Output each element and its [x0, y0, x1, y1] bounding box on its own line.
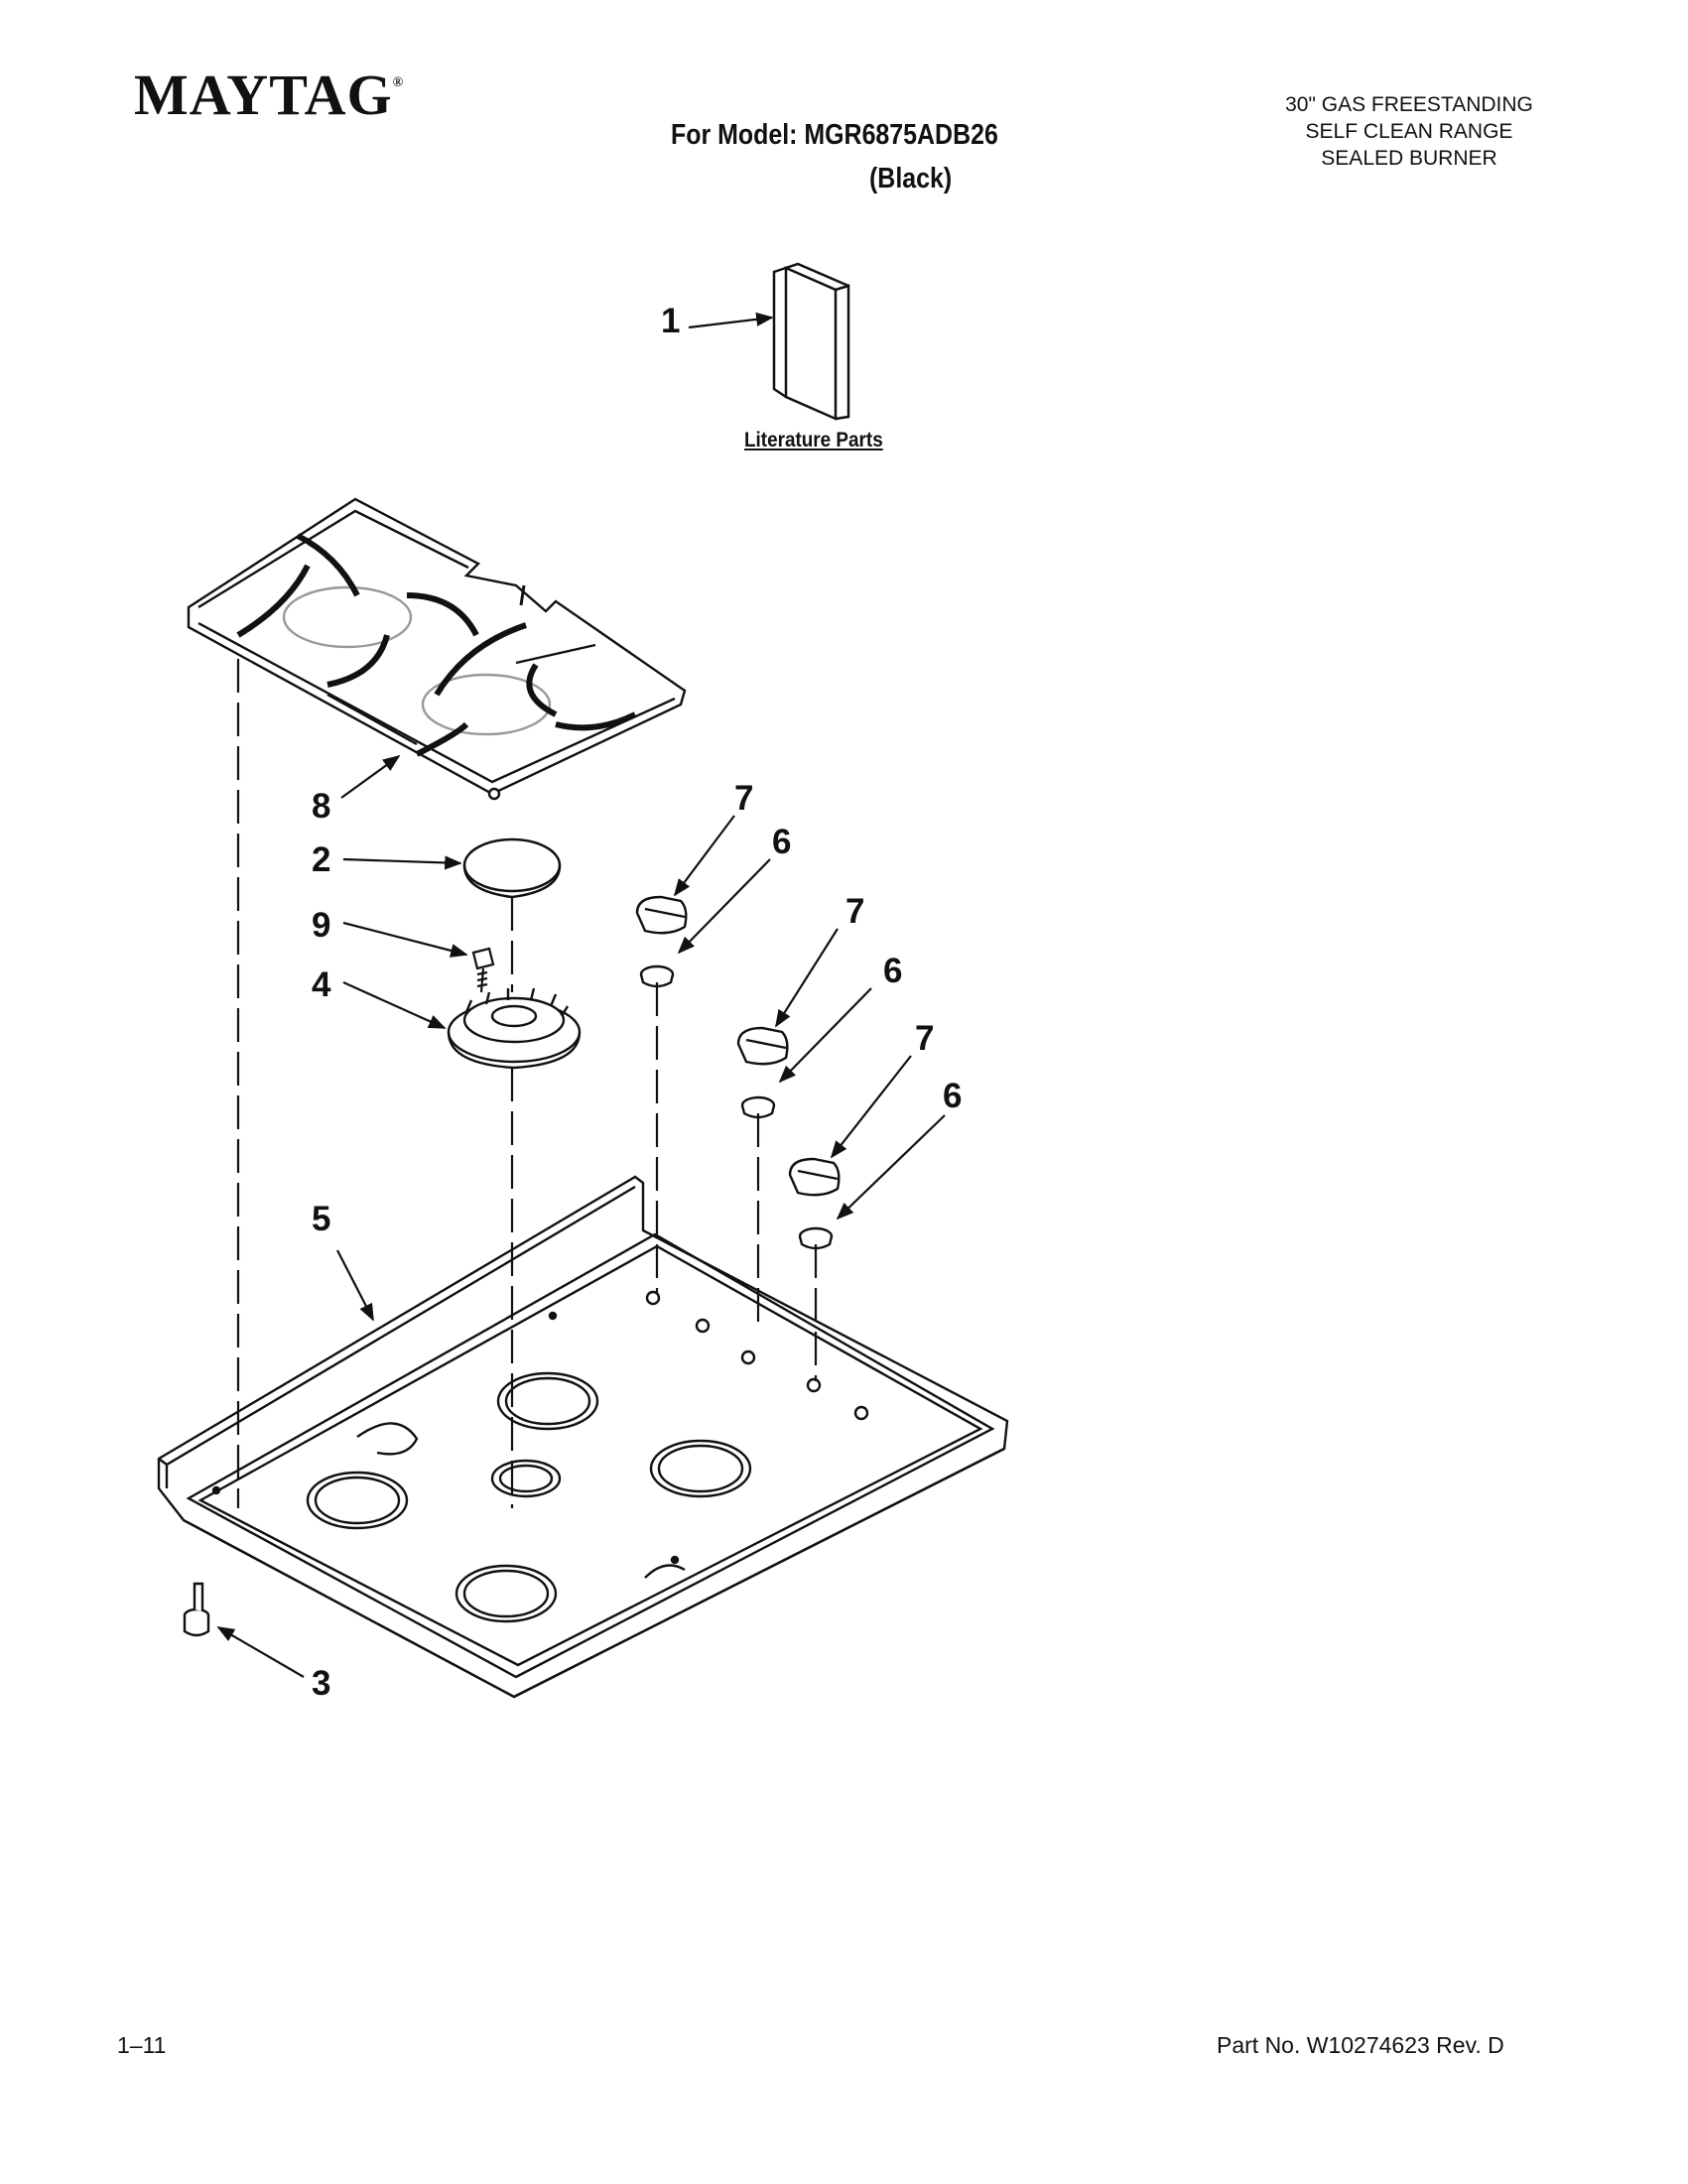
title-line-1: 30" GAS FREESTANDING — [1285, 93, 1533, 116]
registered-mark: ® — [392, 75, 405, 90]
title-line-3: SEALED BURNER — [1321, 147, 1497, 170]
assembly-lines — [236, 659, 818, 1508]
callout-3: 3 — [312, 1664, 330, 1703]
burner-cap — [462, 837, 562, 899]
brand-name: MAYTAG — [134, 63, 393, 127]
callout-5: 5 — [312, 1200, 330, 1238]
burner-base — [447, 987, 582, 1070]
burner-grate — [187, 497, 687, 801]
model-variant: (Black) — [869, 163, 953, 194]
knob-bezel-3 — [798, 1226, 834, 1250]
callout-7c: 7 — [915, 1019, 934, 1058]
brand-logo: MAYTAG® — [134, 62, 404, 128]
model-number: For Model: MGR6875ADB26 — [671, 119, 998, 151]
title-line-2: SELF CLEAN RANGE — [1305, 120, 1513, 143]
callout-8: 8 — [312, 787, 330, 826]
leader-lines — [216, 312, 946, 1678]
control-knob-1 — [635, 895, 688, 935]
part-number: Part No. W10274623 Rev. D — [1217, 2032, 1504, 2058]
product-title: 30" GAS FREESTANDING SELF CLEAN RANGE SE… — [1221, 91, 1598, 172]
callout-7b: 7 — [845, 892, 864, 931]
callout-6c: 6 — [943, 1077, 962, 1115]
callout-4: 4 — [312, 965, 331, 1004]
callout-6a: 6 — [772, 823, 791, 861]
control-knob-3 — [788, 1157, 841, 1197]
callout-2: 2 — [312, 840, 330, 879]
cooktop-main-top — [157, 1175, 1009, 1699]
control-knob-2 — [736, 1026, 789, 1066]
literature-parts-label: Literature Parts — [744, 429, 883, 451]
callout-7a: 7 — [734, 779, 753, 818]
spark-igniter — [183, 1582, 210, 1637]
callout-9: 9 — [312, 906, 330, 945]
callout-1: 1 — [661, 302, 680, 340]
literature-booklet — [772, 262, 850, 421]
callout-6b: 6 — [883, 952, 902, 990]
burner-screw — [471, 947, 495, 993]
page-number: 1–11 — [117, 2032, 167, 2058]
